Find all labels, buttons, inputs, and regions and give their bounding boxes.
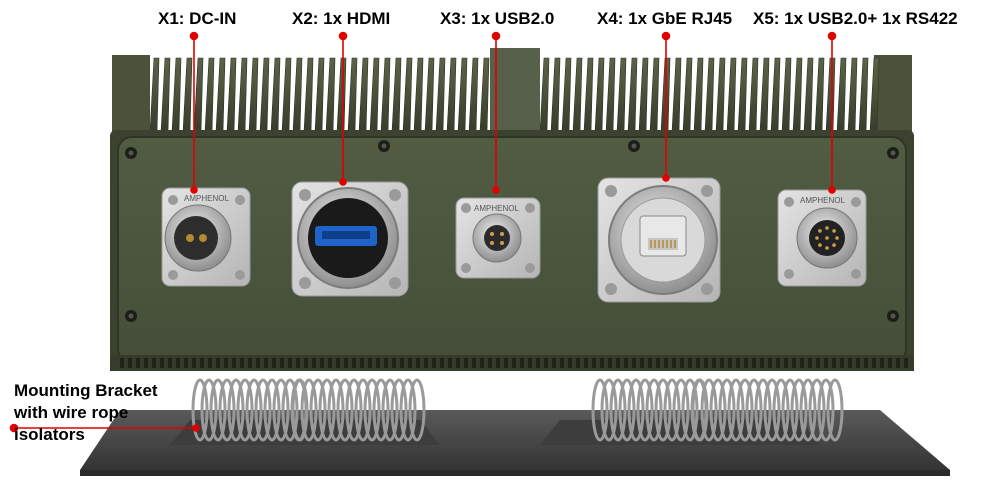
dc-in-connector: AMPHENOL [161,187,251,287]
brand-text-x3: AMPHENOL [474,204,519,213]
callout-x5-usb-rs422: X5: 1x USB2.0+ 1x RS422 [753,9,958,28]
heatsink-fins [112,48,912,133]
wire-rope-isolators [191,378,844,442]
brand-text-x1: AMPHENOL [184,194,229,203]
usb-connector: AMPHENOL [455,197,541,279]
mounting-bracket [80,378,950,476]
chassis-screws [125,140,899,322]
bracket-label-line1: Mounting Bracket [14,381,158,400]
usb-rs422-connector: AMPHENOL [777,189,867,287]
callout-x3-usb: X3: 1x USB2.0 [440,9,555,28]
rj45-connector [597,177,721,303]
brand-text-x5: AMPHENOL [800,196,845,205]
callout-x1-dc-in: X1: DC-IN [158,9,237,28]
hdmi-connector [291,181,409,297]
callout-lines [9,31,837,433]
bracket-label-line3: isolators [14,425,85,444]
bracket-label-line2: with wire rope [14,403,129,422]
callout-x2-hdmi: X2: 1x HDMI [292,9,391,28]
callout-x4-rj45: X4: 1x GbE RJ45 [597,9,733,28]
callout-mounting-bracket: Mounting Bracket with wire rope isolator… [14,380,158,446]
